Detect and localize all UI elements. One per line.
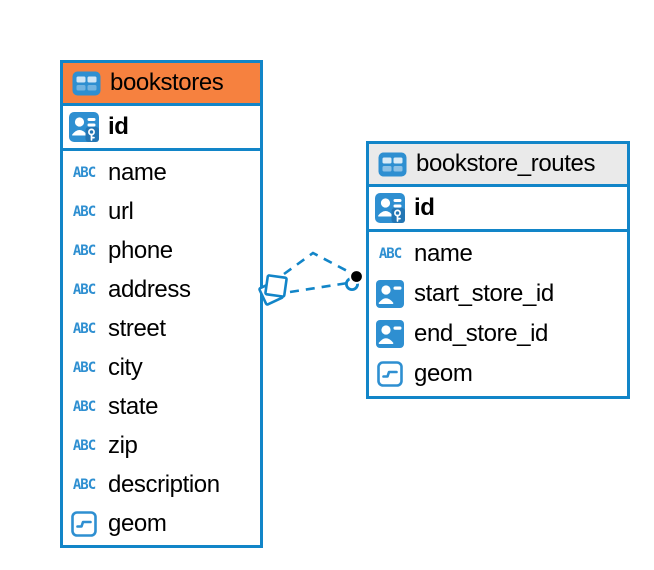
text-abc-icon: ABC [72, 203, 96, 220]
column-row[interactable]: ABC name [63, 153, 260, 192]
column-label: address [108, 275, 191, 303]
column-label: geom [414, 360, 473, 387]
table-icon [71, 71, 101, 96]
column-row[interactable]: ABC phone [63, 231, 260, 270]
column-label: description [108, 470, 220, 498]
relationship-line [283, 251, 352, 276]
column-row[interactable]: ABC state [63, 387, 260, 426]
text-abc-icon: ABC [72, 242, 96, 259]
column-row[interactable]: geom [369, 354, 627, 394]
column-label: end_store_id [414, 320, 548, 347]
text-abc-icon: ABC [72, 476, 96, 493]
text-abc-icon: ABC [72, 437, 96, 454]
column-label: name [108, 158, 167, 186]
column-row[interactable]: ABC street [63, 309, 260, 348]
column-row[interactable]: ABC zip [63, 426, 260, 465]
column-row[interactable]: geom [63, 504, 260, 543]
column-row-bookstores-id[interactable]: id [63, 106, 260, 151]
table-bookstore-routes-header[interactable]: bookstore_routes [369, 144, 627, 187]
person-ref-icon [375, 320, 405, 348]
relationship-dot-marker [344, 269, 364, 291]
column-row[interactable]: ABC city [63, 348, 260, 387]
geometry-icon [375, 361, 405, 387]
column-label: name [414, 240, 473, 267]
column-row-routes-id[interactable]: id [369, 187, 627, 232]
relationship-diamond-marker [258, 274, 288, 306]
column-row[interactable]: end_store_id [369, 314, 627, 354]
column-row[interactable]: ABC name [369, 234, 627, 274]
table-bookstore-routes-title: bookstore_routes [416, 150, 596, 177]
column-label: state [108, 392, 159, 420]
person-key-icon [69, 112, 99, 142]
text-abc-icon: ABC [72, 320, 96, 337]
table-bookstores-header[interactable]: bookstores [63, 63, 260, 106]
geometry-icon [69, 510, 99, 537]
person-ref-icon [375, 280, 405, 308]
relationship-line [289, 281, 349, 294]
column-label: url [108, 197, 134, 225]
table-bookstores-title: bookstores [110, 69, 224, 96]
column-row[interactable]: ABC description [63, 465, 260, 504]
column-row[interactable]: ABC address [63, 270, 260, 309]
table-bookstore-routes[interactable]: bookstore_routes id ABC name [366, 141, 630, 399]
column-row[interactable]: start_store_id [369, 274, 627, 314]
text-abc-icon: ABC [72, 281, 96, 298]
column-label: start_store_id [414, 280, 554, 307]
column-label: city [108, 353, 143, 381]
column-label: zip [108, 431, 138, 459]
column-label-id: id [108, 113, 129, 140]
column-label-id: id [414, 194, 435, 221]
text-abc-icon: ABC [72, 164, 96, 181]
bookstores-columns: ABC name ABC url ABC phone ABC address A… [63, 151, 260, 545]
column-row[interactable]: ABC url [63, 192, 260, 231]
bookstore-routes-columns: ABC name start_store_id [369, 232, 627, 396]
text-abc-icon: ABC [72, 359, 96, 376]
column-label: phone [108, 236, 173, 264]
person-key-icon [375, 193, 405, 223]
text-abc-icon: ABC [72, 398, 96, 415]
table-icon [377, 152, 407, 177]
column-label: geom [108, 509, 167, 537]
text-abc-icon: ABC [378, 246, 402, 262]
column-label: street [108, 314, 166, 342]
table-bookstores[interactable]: bookstores id ABC name ABC url [60, 60, 263, 548]
